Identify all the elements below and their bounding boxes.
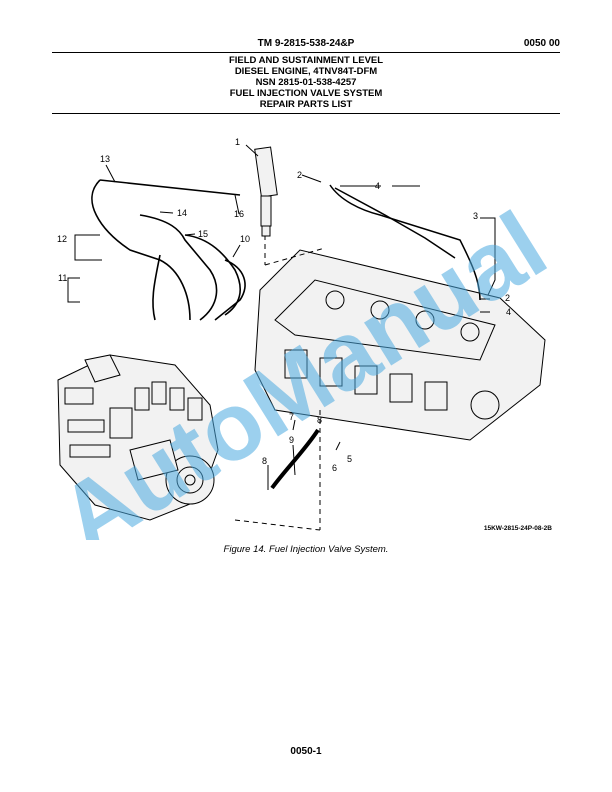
callout-11: 11 xyxy=(58,273,67,283)
title-line-3: NSN 2815-01-538-4257 xyxy=(255,77,357,88)
callout-9: 9 xyxy=(289,435,294,445)
callout-2-top: 2 xyxy=(297,170,302,180)
callout-4-top: 4 xyxy=(375,181,380,191)
cylinder-head-drawing xyxy=(254,249,546,441)
callout-10: 10 xyxy=(240,234,250,244)
callout-15: 15 xyxy=(198,229,208,239)
title-block: FIELD AND SUSTAINMENT LEVEL DIESEL ENGIN… xyxy=(0,55,612,110)
callout-8-left: 8 xyxy=(262,456,267,466)
callout-7: 7 xyxy=(289,412,294,422)
callout-labels: 1 2 2 3 4 4 5 6 7 8 8 9 10 11 12 13 14 1… xyxy=(57,137,511,473)
header-rule xyxy=(52,52,560,53)
exploded-parts-illustration: AutoManual 1 2 2 3 4 4 5 6 7 8 8 9 10 11… xyxy=(42,137,565,540)
callout-8-right: 8 xyxy=(317,415,322,425)
callout-1: 1 xyxy=(235,137,240,147)
callout-12: 12 xyxy=(57,234,67,244)
injection-pump-drawing xyxy=(57,354,219,521)
figure-code: 15KW-2815-24P-08-2B xyxy=(483,525,552,532)
title-line-5: REPAIR PARTS LIST xyxy=(259,99,353,110)
callout-13: 13 xyxy=(100,154,110,164)
title-rule xyxy=(52,113,560,114)
figure-caption: Figure 14. Fuel Injection Valve System. xyxy=(223,544,389,555)
injection-pipes-drawing xyxy=(91,179,246,321)
callout-6: 6 xyxy=(332,463,337,473)
title-line-1: FIELD AND SUSTAINMENT LEVEL xyxy=(228,55,384,66)
callout-16: 16 xyxy=(234,209,244,219)
callout-5: 5 xyxy=(347,454,352,464)
callout-3: 3 xyxy=(473,211,478,221)
callout-4-lower: 4 xyxy=(506,307,511,317)
injector-nozzle-drawing xyxy=(254,146,278,237)
callout-14: 14 xyxy=(177,208,187,218)
tm-number: TM 9-2815-538-24&P xyxy=(257,38,355,49)
title-line-4: FUEL INJECTION VALVE SYSTEM xyxy=(229,88,383,99)
page-number: 0050-1 xyxy=(290,746,322,757)
title-line-2: DIESEL ENGINE, 4TNV84T-DFM xyxy=(234,66,378,77)
work-package-number: 0050 00 xyxy=(523,38,560,49)
callout-2-lower: 2 xyxy=(505,293,510,303)
